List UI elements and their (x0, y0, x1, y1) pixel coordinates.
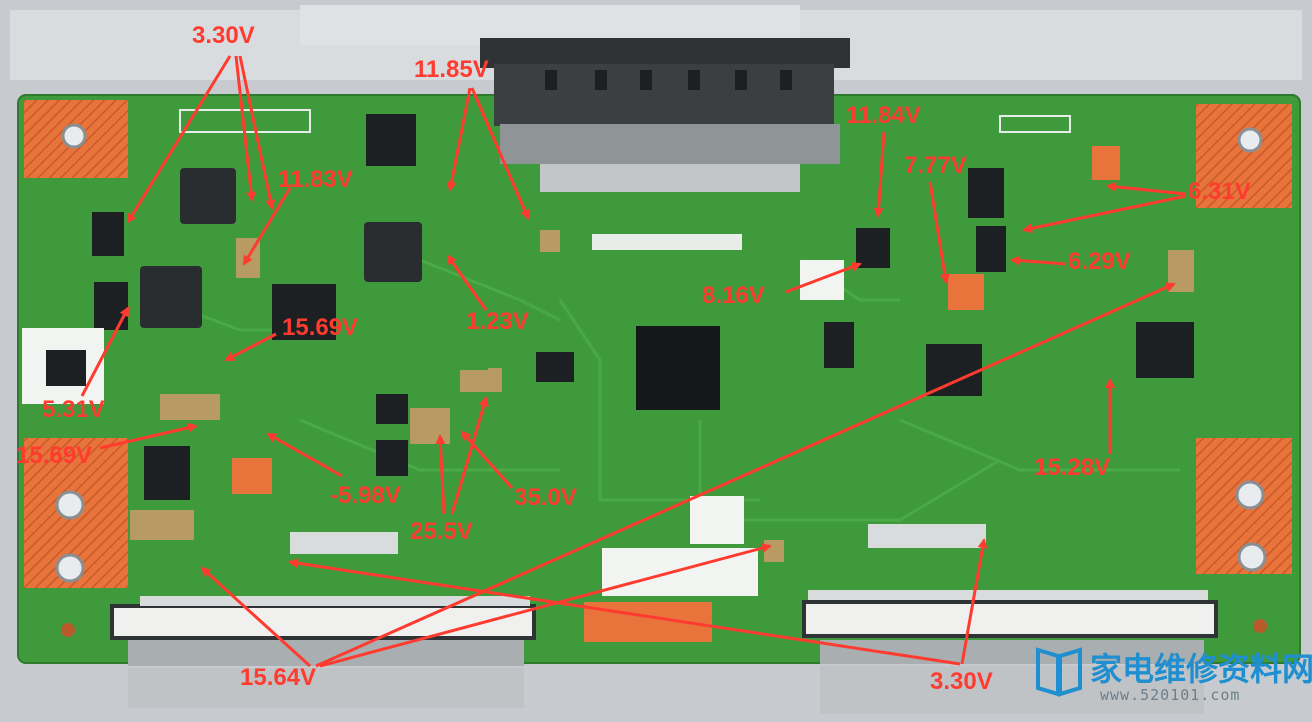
voltage-label-25-5v: 25.5V (410, 518, 473, 545)
voltage-label-11-84v: 11.84V (846, 102, 921, 129)
voltage-label-minus-5-98v: -5.98V (330, 482, 401, 509)
orange-capacitor-3 (1092, 146, 1120, 180)
voltage-label-15-28v: 15.28V (1034, 454, 1111, 481)
orange-capacitor-2 (948, 274, 984, 310)
voltage-label-8-16v: 8.16V (702, 282, 765, 309)
annotation-arrows (80, 55, 1187, 668)
voltage-label-15-64v: 15.64V (240, 664, 317, 691)
watermark-logo (1034, 644, 1084, 698)
watermark-site-name: 家电维修资料网 (1090, 650, 1312, 688)
voltage-label-6-31v: 6.31V (1188, 178, 1251, 205)
bottom-right-ffc-connector (802, 600, 1218, 714)
mount-pad-top-right (1196, 104, 1292, 208)
voltage-label-11-83v: 11.83V (278, 166, 353, 193)
voltage-label-15-69v-left: 15.69V (16, 442, 93, 469)
watermark-book-icon (1036, 647, 1082, 697)
voltage-label-7-77v: 7.77V (904, 152, 967, 179)
orange-capacitor-1 (232, 458, 272, 494)
voltage-label-1-23v: 1.23V (466, 308, 529, 335)
main-input-connector (480, 38, 850, 192)
voltage-label-6-29v: 6.29V (1068, 248, 1131, 275)
voltage-label-35-0v: 35.0V (514, 484, 577, 511)
tcon-main-ic (636, 326, 720, 410)
bottom-left-ffc-connector (110, 604, 536, 708)
voltage-label-5-31v: 5.31V (42, 396, 105, 423)
watermark-site-url: www.520101.com (1100, 686, 1241, 704)
voltage-label-3-30v-bottom: 3.30V (930, 668, 993, 695)
voltage-label-3-30v-top: 3.30V (192, 22, 255, 49)
voltage-label-15-69v: 15.69V (282, 314, 359, 341)
voltage-label-11-85v: 11.85V (414, 56, 489, 83)
